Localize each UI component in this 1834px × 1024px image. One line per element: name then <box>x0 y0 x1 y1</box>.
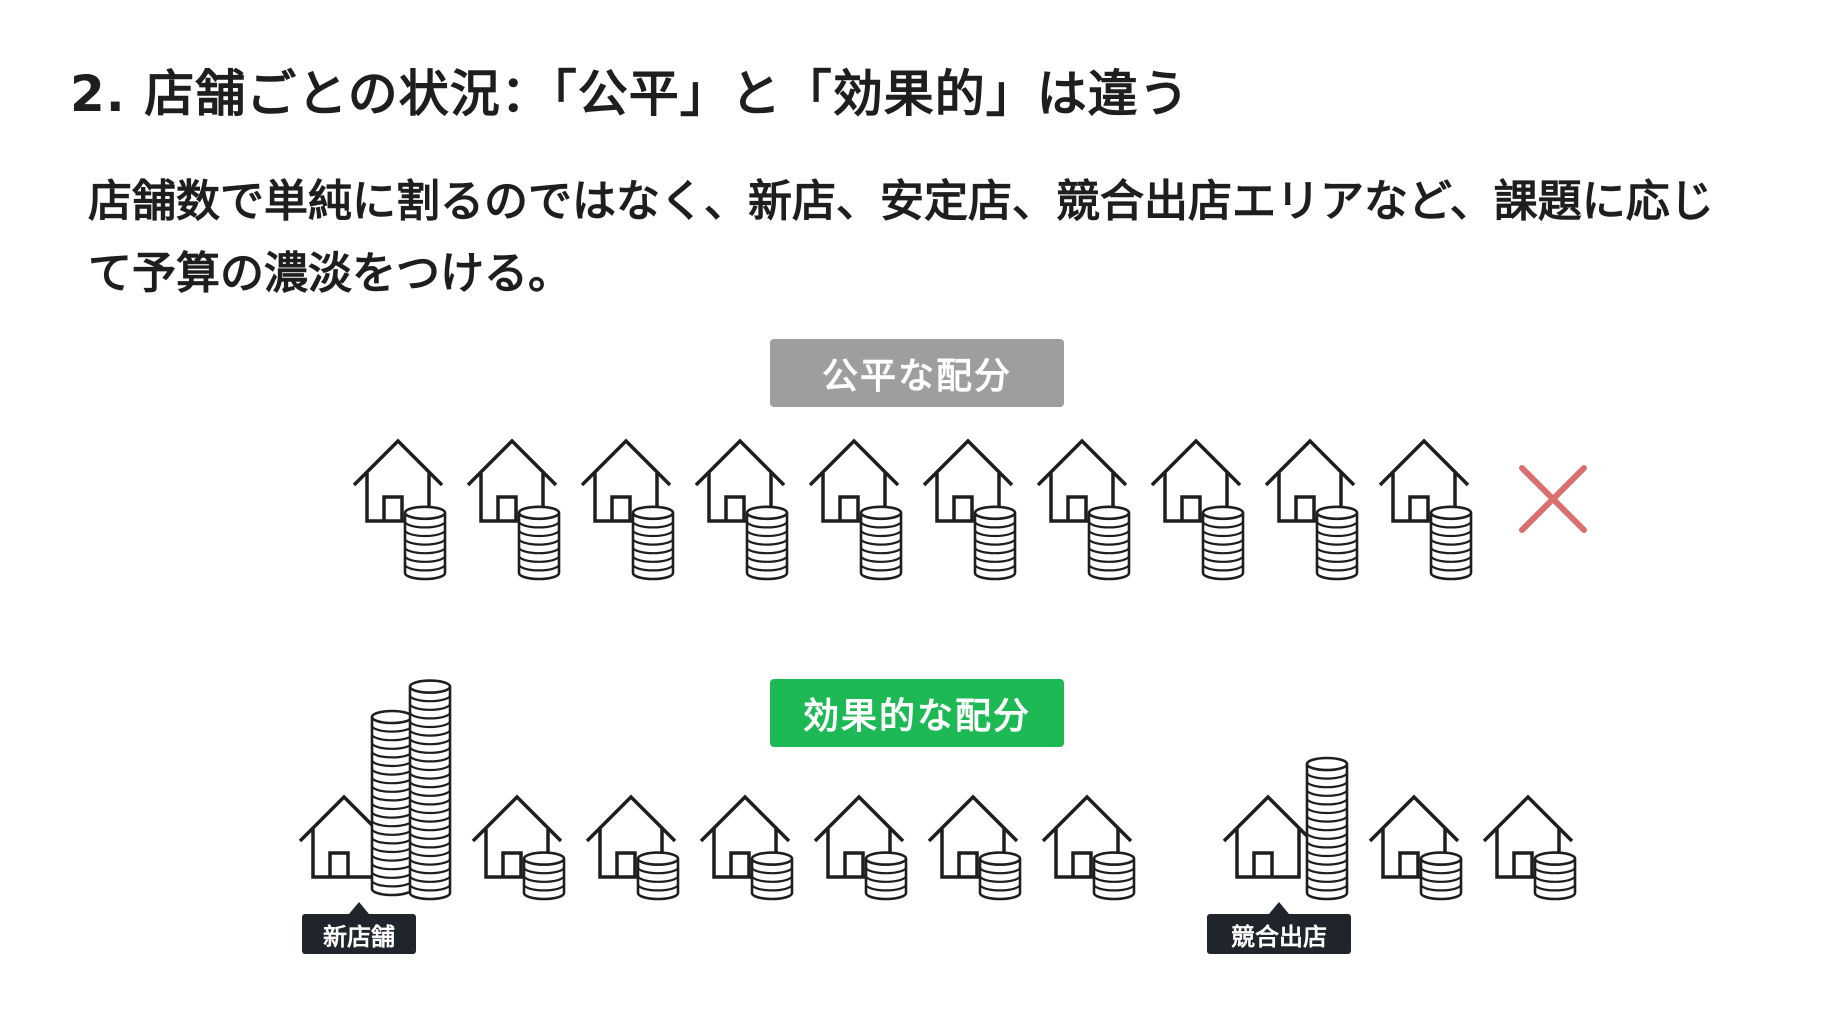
house-icon <box>1150 438 1242 523</box>
house-icon <box>1036 438 1128 523</box>
coin-stack-icon <box>1533 851 1577 901</box>
coin-stack-icon <box>745 505 789 581</box>
coin-stack-icon <box>370 709 414 897</box>
coin-stack-icon <box>859 505 903 581</box>
fair-allocation-label: 公平な配分 <box>770 339 1064 407</box>
cross-icon <box>1519 465 1587 533</box>
coin-stack-icon <box>631 505 675 581</box>
coin-stack-icon <box>408 679 452 901</box>
competitor-store-tag: 競合出店 <box>1207 902 1351 954</box>
house-icon <box>580 438 672 523</box>
house-icon <box>808 438 900 523</box>
coin-stack-icon <box>1201 505 1245 581</box>
effective-allocation-label: 効果的な配分 <box>770 679 1064 747</box>
coin-stack-icon <box>636 851 680 901</box>
coin-stack-icon <box>973 505 1017 581</box>
coin-stack-icon <box>403 505 447 581</box>
house-icon <box>1264 438 1356 523</box>
coin-stack-icon <box>978 851 1022 901</box>
house-icon <box>1378 438 1470 523</box>
coin-stack-icon <box>1087 505 1131 581</box>
lead-text: 店舗数で単純に割るのではなく、新店、安定店、競合出店エリアなど、課題に応じて予算… <box>88 176 1714 299</box>
house-icon <box>694 438 786 523</box>
coin-stack-icon <box>1305 756 1349 901</box>
coin-stack-icon <box>750 851 794 901</box>
coin-stack-icon <box>1429 505 1473 581</box>
coin-stack-icon <box>1092 851 1136 901</box>
coin-stack-icon <box>517 505 561 581</box>
house-icon <box>922 438 1014 523</box>
coin-stack-icon <box>1315 505 1359 581</box>
coin-stack-icon <box>1419 851 1463 901</box>
new-store-tag: 新店舗 <box>302 902 416 954</box>
house-icon <box>352 438 444 523</box>
coin-stack-icon <box>864 851 908 901</box>
house-icon <box>466 438 558 523</box>
coin-stack-icon <box>522 851 566 901</box>
slide-title: 2. 店舗ごとの状況：「公平」と「効果的」は違う <box>70 65 1190 123</box>
house-icon <box>1222 794 1314 879</box>
